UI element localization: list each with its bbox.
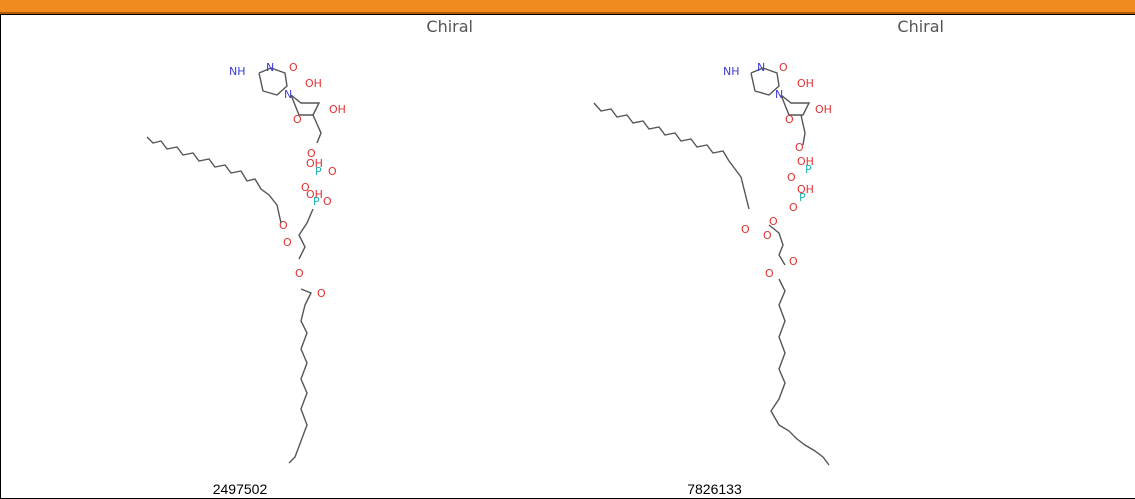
molecule-structure-image: NH N O N OH OH O O OH P O OH P O O O O O… xyxy=(593,61,832,466)
empty-cell xyxy=(950,15,1135,499)
header-bar xyxy=(0,0,1135,14)
svg-text:O: O xyxy=(293,113,302,126)
chiral-label: Chiral xyxy=(426,17,473,36)
compound-id: 2497502 xyxy=(212,481,268,497)
svg-text:O: O xyxy=(289,61,298,74)
svg-text:O: O xyxy=(795,141,804,154)
svg-text:O: O xyxy=(323,195,332,208)
svg-text:O: O xyxy=(769,215,778,228)
svg-text:OH: OH xyxy=(815,103,832,116)
compound-id: 7826133 xyxy=(687,481,742,497)
svg-text:O: O xyxy=(295,267,304,280)
svg-text:O: O xyxy=(279,219,288,232)
results-table: Chiral NH N O N OH OH O O OH P O O OH P … xyxy=(0,14,1135,499)
svg-text:P: P xyxy=(313,195,320,208)
svg-text:N: N xyxy=(775,88,783,101)
svg-text:O: O xyxy=(789,201,798,214)
svg-text:N: N xyxy=(757,61,765,74)
svg-text:OH: OH xyxy=(797,155,814,168)
svg-text:O: O xyxy=(283,236,292,249)
svg-text:O: O xyxy=(789,255,798,268)
svg-text:O: O xyxy=(765,267,774,280)
svg-text:OH: OH xyxy=(306,157,323,170)
svg-text:O: O xyxy=(787,171,796,184)
result-cell[interactable]: Chiral NH N O N OH OH O O OH P O O OH P … xyxy=(1,15,480,499)
svg-text:P: P xyxy=(315,165,322,178)
svg-text:OH: OH xyxy=(305,77,322,90)
svg-text:N: N xyxy=(284,88,292,101)
svg-text:P: P xyxy=(799,191,806,204)
svg-text:P: P xyxy=(805,163,812,176)
svg-text:O: O xyxy=(301,181,310,194)
svg-text:O: O xyxy=(317,287,326,300)
svg-text:OH: OH xyxy=(797,183,814,196)
svg-text:NH: NH xyxy=(723,65,740,78)
svg-text:O: O xyxy=(779,61,788,74)
svg-text:O: O xyxy=(741,223,750,236)
svg-text:O: O xyxy=(307,147,316,160)
svg-text:N: N xyxy=(266,61,274,74)
svg-text:NH: NH xyxy=(229,65,246,78)
molecule-structure-image: NH N O N OH OH O O OH P O O OH P O O O O… xyxy=(146,61,346,464)
chiral-label: Chiral xyxy=(897,17,944,36)
svg-text:O: O xyxy=(328,165,337,178)
svg-text:OH: OH xyxy=(797,77,814,90)
svg-text:O: O xyxy=(763,229,772,242)
svg-text:O: O xyxy=(785,113,794,126)
svg-text:OH: OH xyxy=(306,188,323,201)
result-cell[interactable]: Chiral NH N O N OH OH O O OH P O OH P O … xyxy=(479,15,951,499)
svg-text:OH: OH xyxy=(329,103,346,116)
